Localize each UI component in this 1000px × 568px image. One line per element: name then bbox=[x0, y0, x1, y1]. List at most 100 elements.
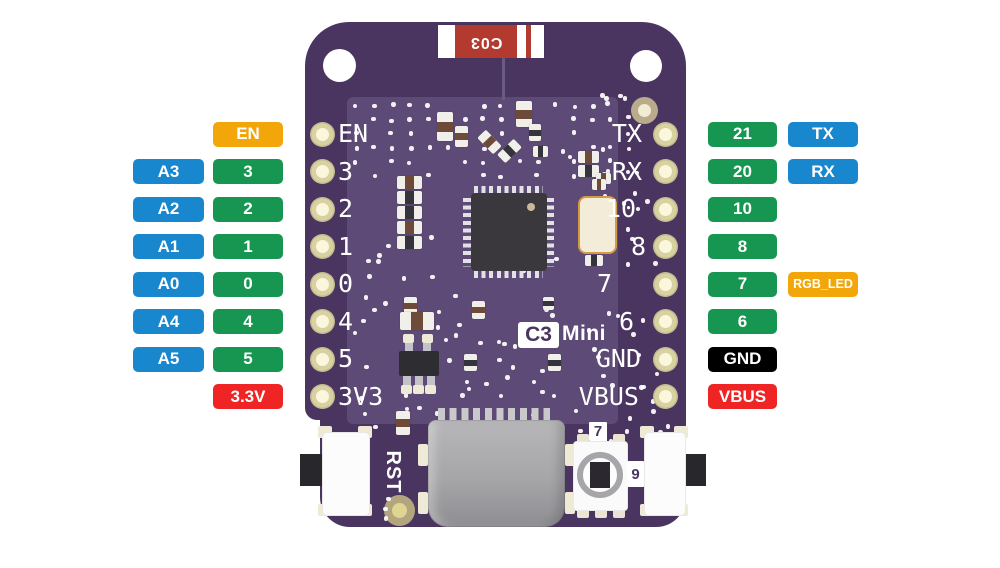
gpio-badge: EN bbox=[213, 121, 283, 147]
crystal-oscillator bbox=[578, 196, 617, 254]
silk-dot bbox=[377, 253, 382, 258]
voltage-regulator bbox=[399, 351, 439, 376]
silk-dot bbox=[604, 96, 609, 101]
mounting-hole-right bbox=[630, 50, 662, 82]
silk-dot bbox=[615, 313, 621, 319]
silk-dot bbox=[531, 379, 537, 385]
rgb-led-pad bbox=[595, 509, 607, 518]
silk-dot bbox=[624, 429, 629, 434]
regulator-lead bbox=[427, 376, 435, 385]
gpio-badge: 0 bbox=[213, 271, 283, 297]
smd-passive bbox=[396, 411, 410, 435]
silk-dot bbox=[607, 117, 612, 122]
gpio-badge: 21 bbox=[708, 121, 777, 147]
silk-dot bbox=[550, 313, 555, 318]
pin-pad bbox=[652, 309, 678, 334]
pin-silk-label: VBUS bbox=[578, 381, 639, 411]
smd-passive-band bbox=[600, 173, 607, 184]
silk-dot bbox=[427, 145, 432, 150]
silk-dot bbox=[352, 160, 358, 165]
pin-silk-label: TX bbox=[611, 119, 642, 148]
silk-dot bbox=[625, 131, 631, 137]
silk-dot bbox=[592, 347, 597, 352]
gpio-badge: 20 bbox=[708, 159, 777, 184]
reset-button bbox=[322, 432, 370, 516]
silk-dot bbox=[482, 146, 487, 152]
antenna-trace bbox=[502, 56, 505, 100]
silk-dot bbox=[626, 114, 631, 119]
silk-dot bbox=[499, 131, 505, 136]
silk-dot bbox=[373, 424, 378, 430]
silk-dot bbox=[352, 103, 358, 109]
pin-silk-label: RX bbox=[611, 156, 642, 186]
silk-dot bbox=[610, 383, 615, 388]
antenna-feed-pad-center bbox=[638, 104, 651, 117]
smd-passive bbox=[400, 312, 434, 330]
silk-dot bbox=[621, 201, 627, 206]
usb-shell-pad bbox=[565, 492, 575, 514]
silk-dot bbox=[417, 405, 422, 410]
silk-dot bbox=[600, 147, 606, 152]
smd-passive bbox=[397, 236, 422, 249]
silk-dot bbox=[426, 172, 431, 177]
silk-dot bbox=[618, 93, 623, 98]
usb-teeth bbox=[438, 408, 550, 422]
gpio-badge: GND bbox=[708, 346, 777, 372]
reset-silk-label: RST bbox=[382, 450, 405, 494]
silk-dot bbox=[635, 206, 641, 212]
silk-dot bbox=[578, 428, 583, 434]
silk-dot bbox=[552, 102, 558, 107]
silk-dot bbox=[502, 341, 507, 347]
alt-function-badge: RGB_LED bbox=[788, 271, 858, 297]
silk-dot bbox=[425, 103, 430, 108]
alt-function-badge: A4 bbox=[133, 309, 204, 334]
silk-dot bbox=[554, 256, 559, 262]
silk-dot bbox=[586, 328, 591, 333]
smd-passive bbox=[543, 297, 554, 310]
smd-passive bbox=[404, 297, 417, 314]
usb-shell-pad bbox=[418, 444, 428, 466]
smd-passive bbox=[397, 176, 422, 189]
pin-pad bbox=[652, 121, 678, 147]
regulator-pad bbox=[425, 385, 436, 394]
smd-passive-band bbox=[411, 312, 423, 330]
silk-dot bbox=[606, 311, 612, 316]
rgb-led-side-label: 9 bbox=[627, 461, 644, 487]
smd-passive-band bbox=[405, 176, 414, 189]
smd-passive bbox=[592, 179, 606, 190]
rgb-led-pad bbox=[613, 434, 625, 443]
pin-pad bbox=[309, 271, 335, 297]
smd-passive-band bbox=[529, 129, 541, 136]
pin-silk-label: EN bbox=[338, 119, 369, 148]
silk-dot bbox=[352, 330, 358, 336]
silk-dot bbox=[401, 276, 407, 281]
silk-dot bbox=[429, 235, 434, 240]
regulator-lead bbox=[403, 376, 411, 385]
silk-dot bbox=[435, 325, 441, 330]
pin-pad bbox=[652, 234, 678, 259]
smd-passive bbox=[455, 126, 468, 147]
silk-dot bbox=[540, 368, 545, 374]
sticker-text: C03 bbox=[469, 33, 503, 51]
silk-dot bbox=[484, 381, 489, 387]
silk-dot bbox=[367, 274, 372, 279]
regulator-pad bbox=[422, 334, 433, 343]
pin-silk-label: 6 bbox=[618, 306, 634, 336]
silk-dot bbox=[631, 332, 636, 337]
smd-passive bbox=[437, 112, 453, 141]
smd-passive bbox=[472, 301, 485, 319]
silk-dot bbox=[403, 393, 409, 398]
silk-dot bbox=[430, 274, 435, 280]
silk-dot bbox=[389, 146, 395, 151]
pin-silk-label: 10 bbox=[605, 194, 636, 223]
silk-dot bbox=[457, 322, 462, 328]
silk-dot bbox=[534, 172, 539, 178]
pin-pad bbox=[309, 384, 335, 409]
smd-passive-band bbox=[396, 419, 410, 428]
silk-dot bbox=[389, 118, 394, 124]
pin-silk-label: 0 bbox=[338, 269, 354, 298]
silk-dot bbox=[536, 159, 541, 165]
silk-dot bbox=[478, 340, 483, 346]
silk-dot bbox=[362, 411, 368, 416]
silk-dot bbox=[498, 393, 503, 398]
